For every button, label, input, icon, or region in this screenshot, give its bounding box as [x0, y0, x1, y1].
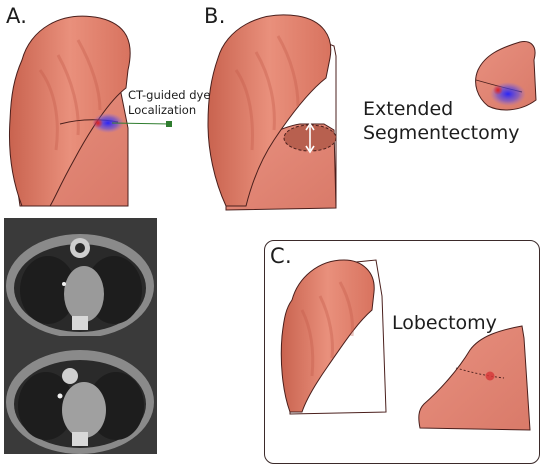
dye-spot-a [92, 113, 124, 133]
lesion-segment [493, 85, 503, 95]
pointer-marker-a [166, 121, 172, 127]
lesion-lobe [485, 371, 495, 381]
panel-c-frame [264, 240, 540, 464]
ct-scan-upper [4, 218, 157, 336]
lung-a-upper [9, 15, 131, 207]
excised-segment [475, 41, 537, 111]
lesion-a [93, 118, 103, 128]
lung-b [207, 14, 337, 211]
lung-b-upper [207, 14, 332, 207]
pointer-line-a [111, 122, 171, 125]
ct-scan-lower [4, 336, 157, 454]
dye-localization-label-line2: Localization [128, 103, 197, 117]
lung-c-upper [280, 259, 375, 413]
lobectomy-label: Lobectomy [392, 312, 497, 334]
panel-label-b: B. [204, 4, 226, 28]
lung-c [280, 259, 387, 415]
lung-a [9, 15, 172, 207]
resected-lobe [418, 325, 531, 431]
panel-label-c: C. [270, 244, 292, 268]
dye-localization-label-line1: CT-guided dye [128, 88, 211, 102]
panel-label-a: A. [6, 4, 28, 28]
extended-segmentectomy-label-line2: Segmentectomy [363, 122, 520, 144]
extended-segmentectomy-label-line1: Extended [363, 98, 454, 120]
